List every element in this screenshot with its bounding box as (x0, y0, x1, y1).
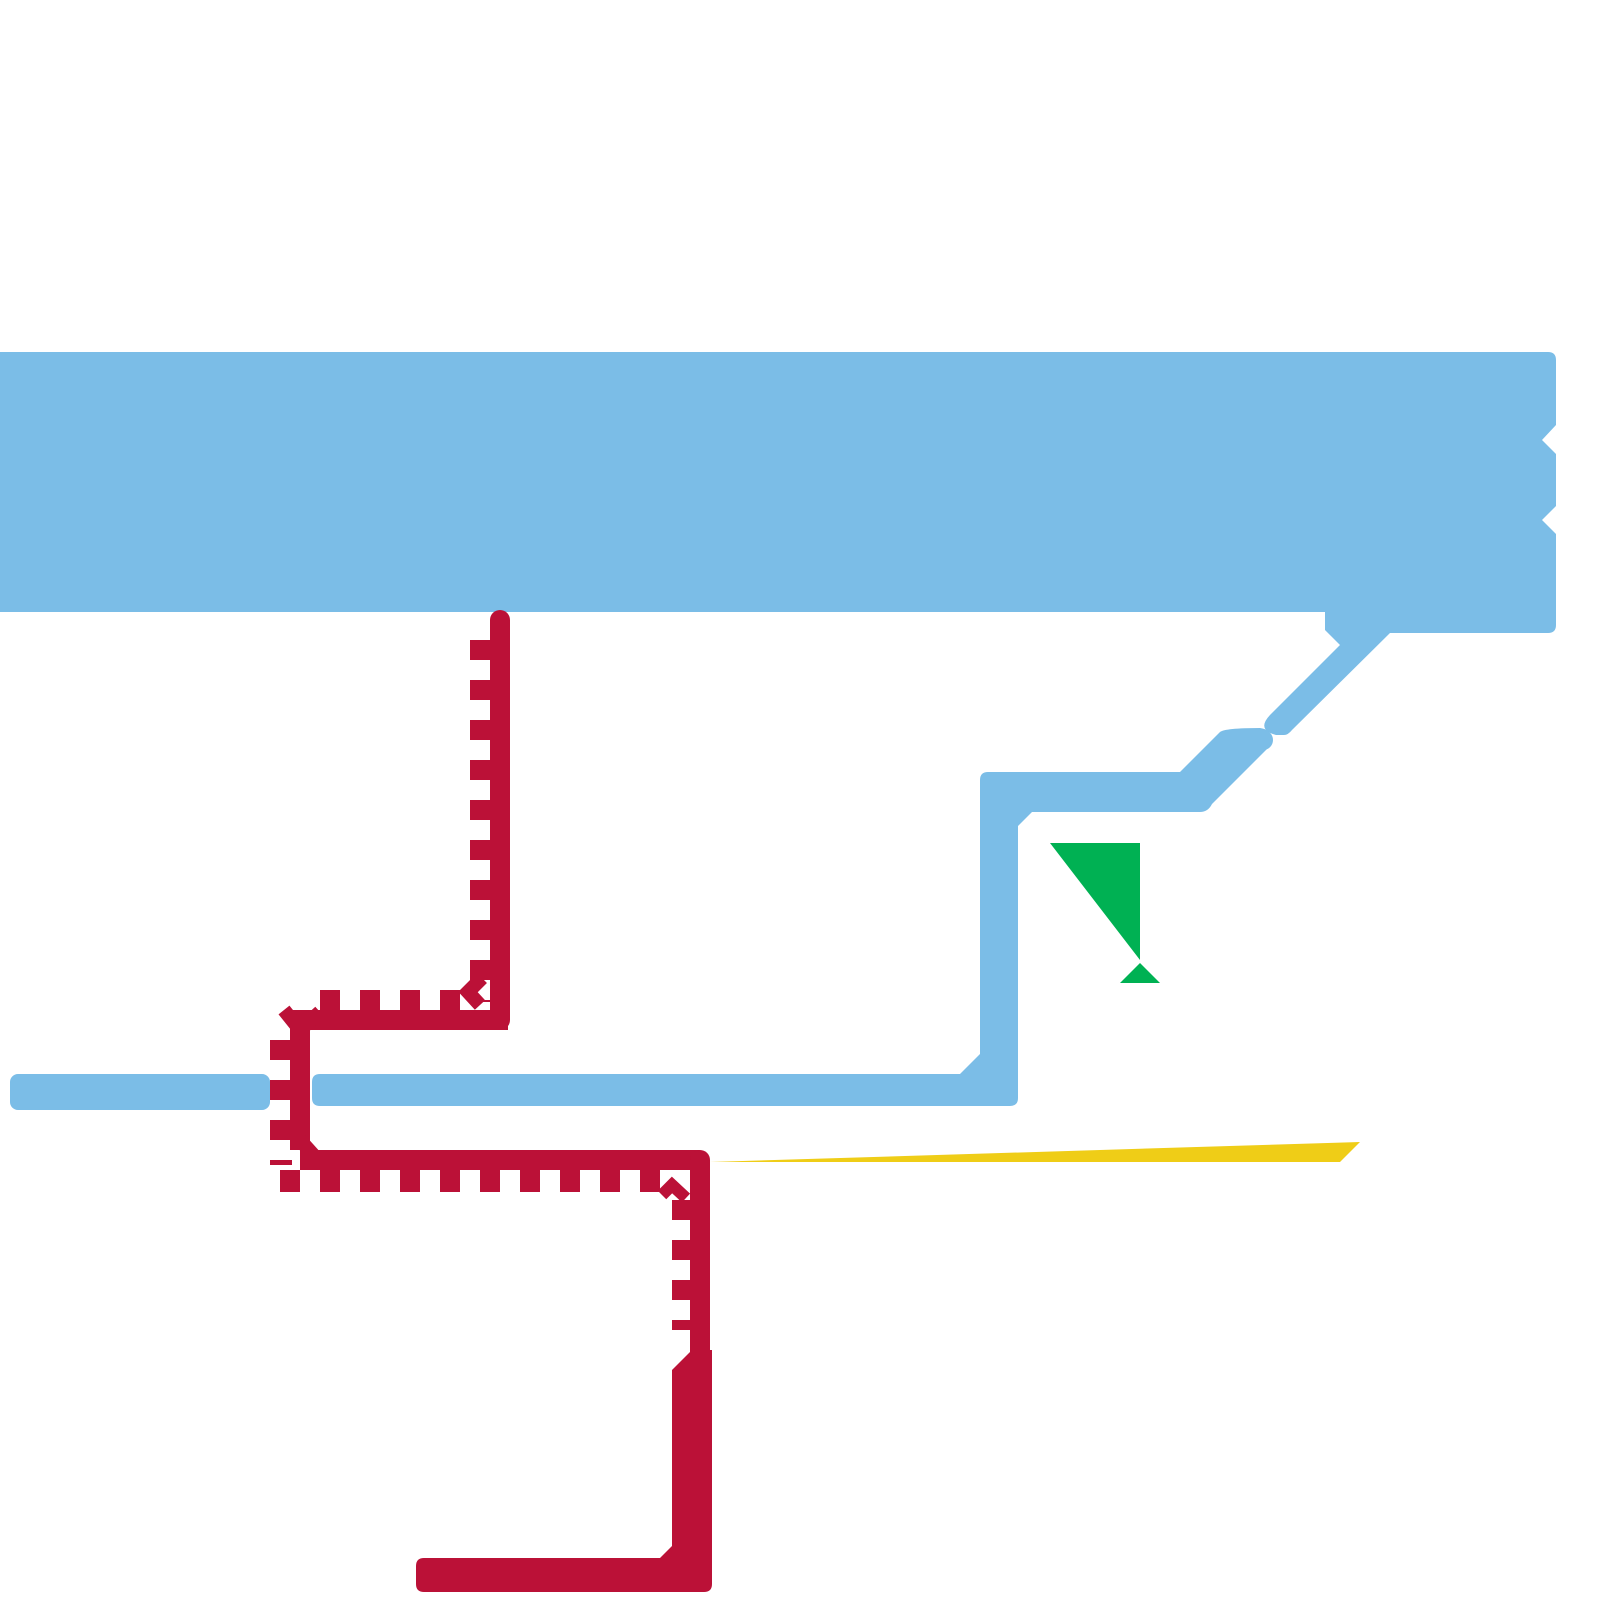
light-blue-line (0, 352, 1556, 1110)
red-upper-ticks (300, 990, 480, 1012)
red-upper-hook (458, 973, 487, 1010)
green-inner-top (1050, 843, 1140, 960)
red-south-thick (416, 1350, 712, 1592)
red-lower-ticks (280, 1170, 670, 1192)
blue-west-segment (10, 1074, 270, 1110)
green-junction-ne (1310, 713, 1338, 741)
yellow-line (710, 1142, 1360, 1162)
green-line (1050, 713, 1338, 1003)
blue-main-band (0, 352, 1556, 735)
green-junction-se (1310, 960, 1336, 983)
red-west-corner-top (278, 1005, 325, 1041)
red-west-ticks (270, 1025, 292, 1165)
green-junction-mid (1120, 963, 1160, 983)
red-east-hook (657, 1176, 691, 1203)
red-north-ticks (470, 622, 492, 1002)
yellow-bottom-segment (710, 1142, 1360, 1162)
green-junction-sw (1058, 983, 1080, 1003)
red-east-ticks (672, 1180, 694, 1330)
crimson-line (270, 610, 712, 1592)
